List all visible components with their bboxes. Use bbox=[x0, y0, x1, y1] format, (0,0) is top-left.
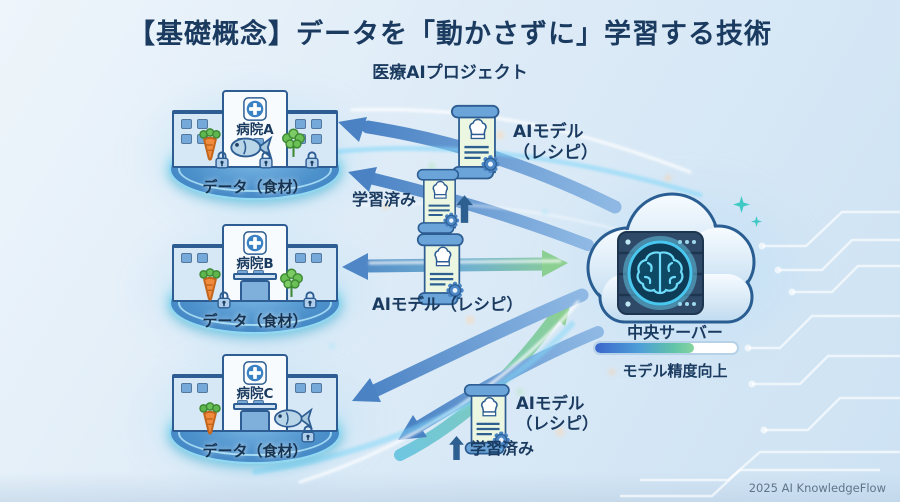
lock-icon bbox=[304, 150, 320, 169]
brain-icon bbox=[636, 251, 684, 295]
trained-label-top: 学習済み bbox=[352, 190, 417, 209]
model-label-bottom: AIモデル （レシピ） bbox=[516, 394, 599, 434]
sparkle-icon bbox=[751, 216, 762, 227]
sparkle-icon bbox=[733, 196, 750, 213]
lock-icon bbox=[216, 290, 232, 309]
hospital-door bbox=[240, 410, 270, 430]
model-label-top: AIモデル （レシピ） bbox=[513, 122, 598, 163]
lock-icon bbox=[258, 150, 274, 169]
lock-icon bbox=[214, 150, 230, 169]
bottom-band bbox=[0, 472, 900, 502]
model-label-middle: AIモデル（レシピ） bbox=[372, 295, 523, 314]
server-label: 中央サーバー bbox=[627, 323, 723, 342]
page-title: 【基礎概念】データを「動かさずに」学習する技術 bbox=[128, 19, 772, 50]
cloud-server-icon bbox=[586, 192, 762, 324]
parsley-icon bbox=[280, 128, 307, 159]
project-subtitle: 医療AIプロジェクト bbox=[372, 63, 528, 83]
hospital-name: 病院A bbox=[236, 122, 274, 138]
hospital-c-group: 病院C データ（食材） bbox=[166, 350, 344, 468]
progress-label: モデル精度向上 bbox=[622, 362, 728, 380]
data-label: データ（食材） bbox=[202, 178, 308, 196]
hospital-name: 病院C bbox=[236, 386, 274, 402]
parsley-icon bbox=[278, 268, 305, 299]
carrot-icon bbox=[196, 402, 224, 436]
up-arrow-icon bbox=[456, 194, 473, 224]
credit-text: 2025 AI KnowledgeFlow bbox=[748, 481, 886, 495]
progress-fill bbox=[595, 343, 695, 353]
hospital-b-group: 病院B データ（食材） bbox=[166, 220, 344, 338]
lock-icon bbox=[300, 424, 316, 443]
lock-icon bbox=[302, 290, 318, 309]
up-arrow-icon bbox=[449, 436, 464, 460]
building-left-wing bbox=[172, 374, 224, 432]
building-left-wing bbox=[172, 244, 224, 302]
building-tower: 病院B bbox=[222, 224, 288, 302]
hospital-name: 病院B bbox=[236, 256, 274, 272]
trained-label-bottom: 学習済み bbox=[470, 439, 535, 458]
model-accuracy-progressbar bbox=[593, 341, 739, 355]
data-label: データ（食材） bbox=[202, 442, 308, 460]
hospital-door bbox=[240, 280, 270, 300]
data-label: データ（食材） bbox=[202, 312, 308, 330]
hospital-a-group: 病院A データ（食材） bbox=[166, 86, 344, 204]
